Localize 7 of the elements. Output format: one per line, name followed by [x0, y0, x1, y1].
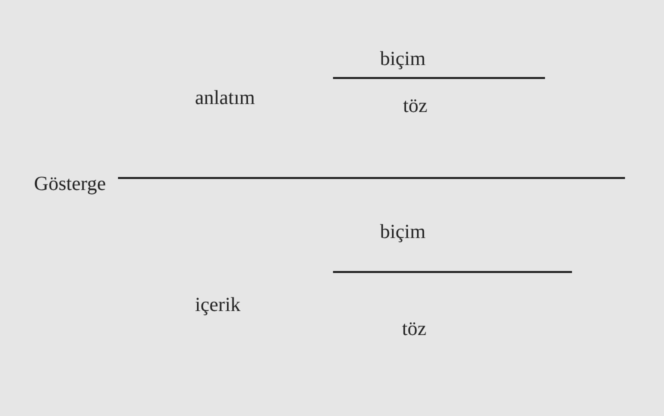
term-label: Gösterge: [34, 172, 106, 196]
term-label: biçim: [380, 220, 426, 244]
term-label: anlatım: [195, 86, 255, 110]
term-label: töz: [403, 94, 428, 118]
term-label: biçim: [380, 47, 426, 71]
term-label: içerik: [195, 293, 241, 317]
term-label: töz: [402, 317, 426, 341]
